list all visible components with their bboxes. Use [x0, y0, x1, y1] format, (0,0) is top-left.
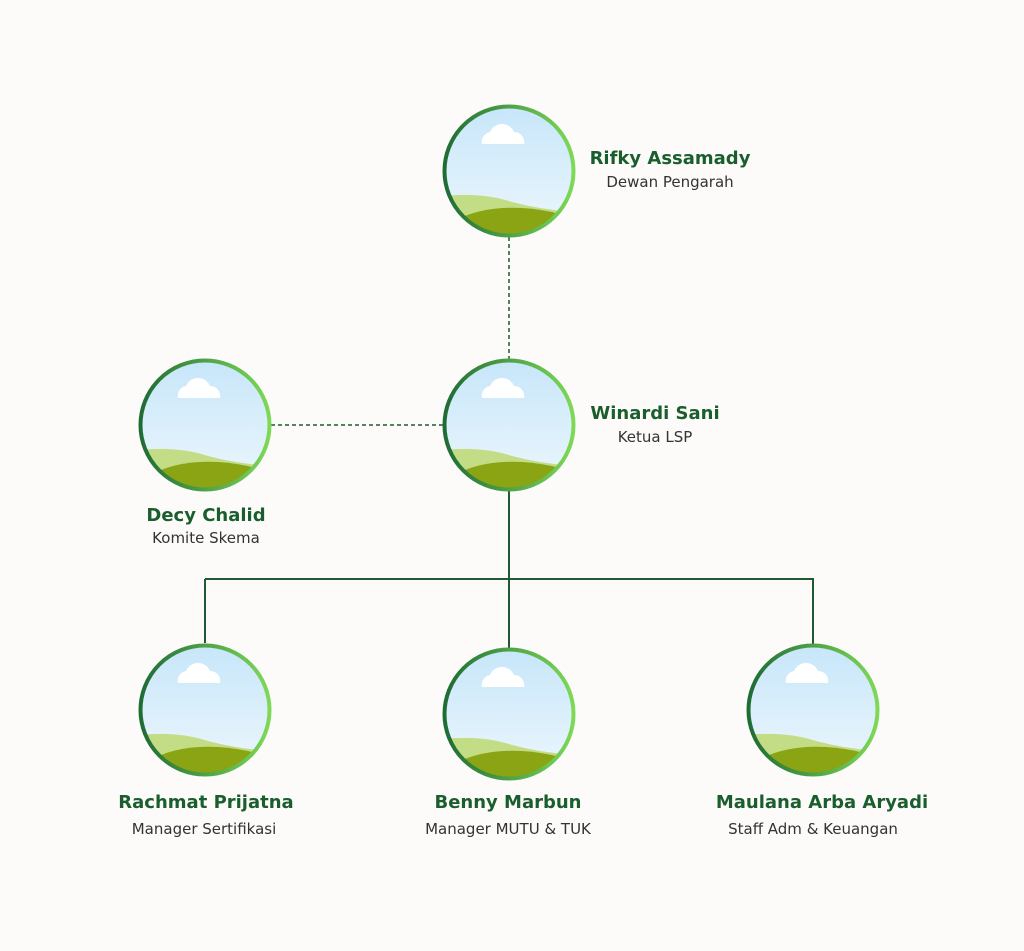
member-role: Staff Adm & Keuangan: [728, 820, 898, 838]
member-name: Maulana Arba Aryadi: [715, 792, 929, 813]
member-role: Ketua LSP: [617, 428, 693, 446]
member-role: Komite Skema: [152, 529, 260, 547]
member-name: Benny Marbun: [434, 792, 582, 813]
member-role: Manager Sertifikasi: [131, 820, 277, 838]
member-name: Decy Chalid: [146, 505, 266, 526]
avatar-decy: [138, 358, 272, 492]
member-name: Rifky Assamady: [589, 148, 751, 169]
avatar-rifky: [442, 104, 576, 238]
member-name: Rachmat Prijatna: [118, 792, 294, 813]
avatar-benny: [442, 647, 576, 781]
avatar-maulana: [746, 643, 880, 777]
avatar-rachmat: [138, 643, 272, 777]
member-name: Winardi Sani: [590, 403, 720, 424]
avatar-winardi: [442, 358, 576, 492]
member-role: Manager MUTU & TUK: [425, 820, 591, 838]
member-role: Dewan Pengarah: [606, 173, 734, 191]
